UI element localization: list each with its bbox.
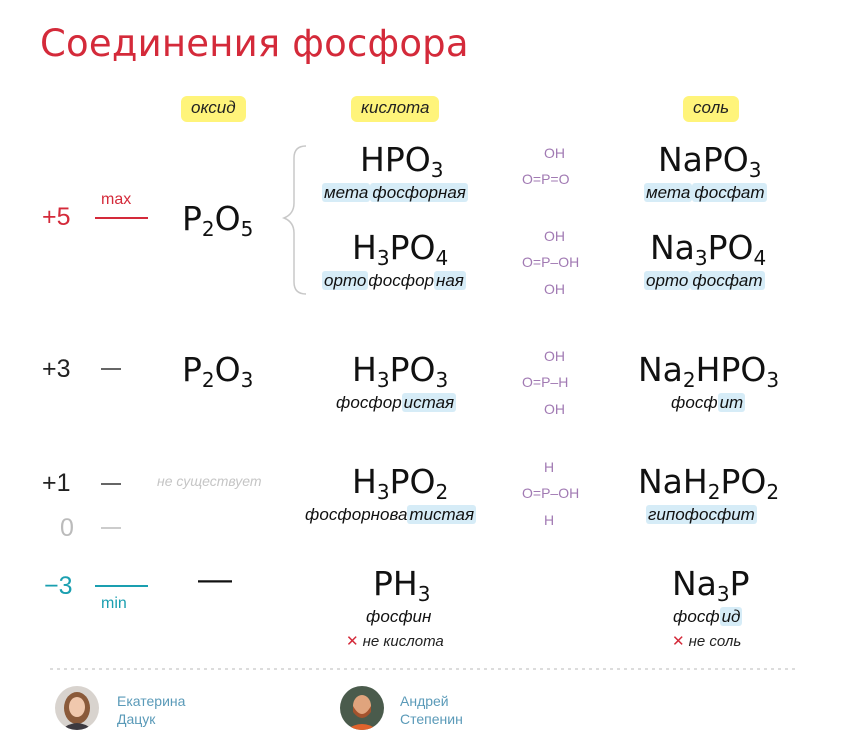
header-acid: кислота [351,96,440,122]
cross-icon: ✕ [672,633,685,650]
oxide-p2o3: P2O3 [182,350,254,392]
level-plus3: +3 [42,355,71,383]
level-minus3: −3 [44,572,73,600]
structure-4-mid: O=P–OH [522,485,580,501]
structure-2-top: OH [544,228,565,244]
oxide-not-exist-note: не существует [157,473,262,489]
oxide-none-dash: — [198,560,232,598]
structure-2-bot: OH [544,281,565,297]
structure-3-bot: OH [544,401,565,417]
acid-formula-hpo3: HPO3 [360,140,444,182]
acid-formula-h3po2: H3PO2 [352,462,449,504]
scale-min-label: min [101,595,127,612]
author-2-name: Андрей Степенин [400,693,463,727]
level-plus1: +1 [42,469,71,497]
avatar-author-1 [55,686,99,730]
header-salt: соль [683,96,740,122]
level-plus5: +5 [42,203,71,231]
not-salt-note: ✕не соль [672,633,742,650]
scale-max-label: max [101,191,132,208]
salt-formula-nah2po2: NaH2PO2 [638,462,780,504]
salt-name-hypophosphite: гипофосфит [646,505,757,524]
acid-formula-ph3: PH3 [373,564,431,606]
structure-4-top: H [544,459,555,475]
cross-icon: ✕ [346,633,359,650]
salt-formula-na2hpo3: Na2HPO3 [638,350,780,392]
structure-2-mid: O=P–OH [522,254,580,270]
salt-formula-na3p: Na3P [672,564,750,606]
avatar-author-2 [340,686,384,730]
acid-formula-h3po3: H3PO3 [352,350,449,392]
structure-4-bot: H [544,512,555,528]
level-zero: 0 [60,514,74,542]
salt-formula-na3po4: Na3PO4 [650,228,767,270]
salt-formula-napo3: NaPO3 [658,140,762,182]
structure-1-mid: O=P=O [522,171,570,187]
structure-1-top: OH [544,145,565,161]
group-brace [281,145,307,295]
structure-3-mid: O=P–H [522,374,569,390]
structure-3-top: OH [544,348,565,364]
acid-formula-h3po4: H3PO4 [352,228,449,270]
oxide-p2o5: P2O5 [182,199,254,241]
not-acid-note: ✕не кислота [346,633,444,650]
acid-name-phosphine: фосфин [366,607,432,626]
header-oxide: оксид [181,96,246,122]
author-1-name: Екатерина Дацук [117,693,186,727]
page-title: Соединения фосфора [40,22,469,65]
